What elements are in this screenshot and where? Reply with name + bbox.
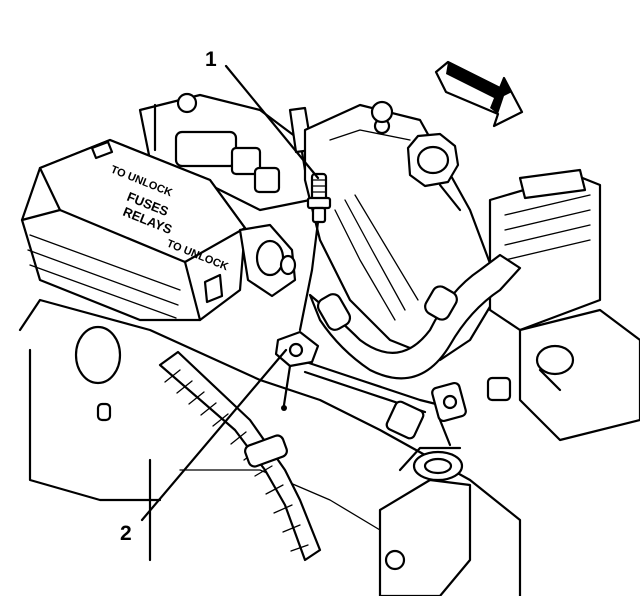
lower-bracket	[378, 446, 472, 596]
callout-1-leader	[224, 64, 320, 180]
oxygen-sensor	[298, 172, 332, 332]
front-direction-arrow-icon	[434, 60, 524, 128]
engine-slot	[96, 402, 112, 422]
radiator-assembly	[488, 168, 640, 442]
engine-block	[18, 298, 522, 596]
engine-mount-hole	[74, 325, 122, 385]
callout-1-label: 1	[205, 48, 217, 71]
intake-assembly	[138, 92, 314, 212]
oil-filler-cap	[406, 132, 462, 212]
fuse-relay-box: TO UNLOCK FUSES RELAYS TO UNLOCK	[20, 138, 247, 322]
callout-2-label: 2	[120, 522, 132, 545]
fuse-box-latch-bottom	[203, 273, 224, 304]
coolant-hose	[308, 253, 522, 380]
fuse-box-bracket	[238, 223, 297, 298]
wiring-harness	[298, 358, 512, 447]
sensor-bracket	[274, 330, 320, 411]
fuse-box-latch-top	[90, 140, 114, 160]
callout-2-leader	[140, 348, 288, 522]
wiring-conduit	[158, 350, 322, 562]
